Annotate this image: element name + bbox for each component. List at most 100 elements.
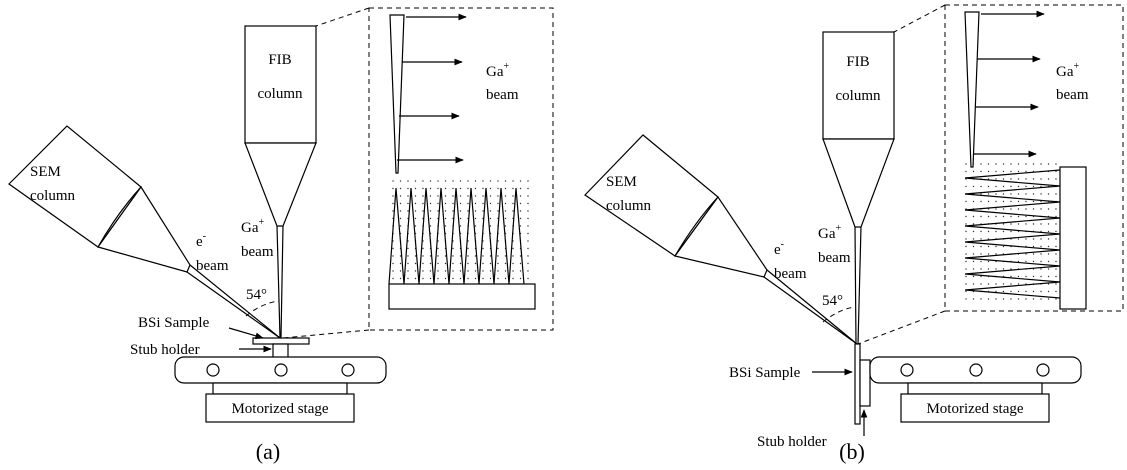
electron-symbol: e- [774, 239, 784, 258]
texture-dot [414, 202, 417, 205]
texture-dot [422, 247, 424, 250]
sem-label-line2: column [606, 198, 651, 214]
texture-dot [437, 262, 439, 265]
texture-dot [965, 290, 967, 293]
texture-dot [504, 210, 507, 212]
texture-dot [474, 195, 477, 197]
texture-dot [414, 210, 417, 212]
texture-dot [452, 202, 454, 205]
texture-dot [429, 202, 432, 205]
texture-dot [504, 277, 507, 280]
texture-dot [980, 230, 982, 233]
texture-dot [1017, 290, 1020, 293]
panel-a: FIB column SEM column e- beam Ga+ beam 5… [8, 7, 554, 464]
fib-label-line2: column [836, 88, 881, 104]
texture-dot [972, 200, 975, 203]
caption-a: (a) [256, 439, 280, 464]
texture-dot [987, 193, 990, 195]
texture-dot [504, 187, 507, 190]
texture-dot [422, 262, 424, 265]
texture-dot [987, 238, 990, 240]
texture-dot [527, 217, 529, 220]
texture-dot [972, 260, 975, 263]
texture-dot [429, 277, 432, 280]
texture-dot [965, 283, 967, 285]
inset-beam-label: beam [1056, 87, 1089, 103]
texture-dot [489, 262, 492, 265]
texture-dot [987, 253, 990, 255]
texture-dot [497, 195, 499, 197]
texture-dot [972, 245, 975, 248]
texture-dot [459, 187, 462, 190]
stub-holder-label: Stub holder [757, 434, 827, 450]
texture-dot [437, 210, 439, 212]
texture-dot [1017, 238, 1020, 240]
texture-dot [1025, 298, 1027, 300]
texture-dot [1002, 283, 1005, 285]
texture-dot [980, 298, 982, 300]
texture-dot [512, 262, 514, 265]
texture-dot [980, 260, 982, 263]
texture-dot [1047, 268, 1050, 270]
texture-dot [527, 270, 529, 272]
texture-dot [1017, 178, 1020, 180]
texture-dot [429, 270, 432, 272]
texture-dot [1032, 290, 1035, 293]
texture-dot [407, 202, 409, 205]
inset-nanostructures [388, 187, 525, 285]
texture-dot [399, 225, 402, 227]
texture-dot [980, 163, 982, 165]
texture-dot [1040, 245, 1042, 248]
texture-dot [1025, 253, 1027, 255]
texture-dot [1017, 283, 1020, 285]
texture-dot [1010, 275, 1012, 278]
texture-dot [437, 180, 439, 182]
texture-dot [987, 268, 990, 270]
stage-label: Motorized stage [231, 401, 328, 417]
inset-beam-profile [389, 14, 405, 174]
texture-dot [512, 210, 514, 212]
texture-dot [414, 217, 417, 220]
texture-dot [482, 255, 484, 257]
texture-dot [399, 210, 402, 212]
texture-dot [482, 195, 484, 197]
texture-dot [497, 262, 499, 265]
texture-dot [422, 270, 424, 272]
texture-dot [995, 215, 997, 218]
texture-dot [452, 255, 454, 257]
texture-dot [1047, 193, 1050, 195]
texture-dot [1025, 200, 1027, 203]
texture-dot [1040, 290, 1042, 293]
texture-dot [527, 232, 529, 235]
texture-dot [422, 195, 424, 197]
texture-dot [489, 277, 492, 280]
texture-dot [1017, 200, 1020, 203]
texture-dot [414, 180, 417, 182]
texture-dot [1055, 253, 1057, 255]
texture-dot [519, 210, 522, 212]
texture-dot [1032, 253, 1035, 255]
texture-dot [467, 262, 469, 265]
texture-dot [1040, 163, 1042, 165]
texture-dot [1055, 298, 1057, 300]
texture-dot [497, 255, 499, 257]
texture-dot [392, 195, 394, 197]
texture-dot [452, 262, 454, 265]
texture-dot [459, 195, 462, 197]
texture-dot [392, 277, 394, 280]
texture-dot [444, 277, 447, 280]
texture-dot [444, 270, 447, 272]
texture-dot [987, 163, 990, 165]
texture-dot [414, 262, 417, 265]
stub-holder-label: Stub holder [130, 342, 200, 358]
texture-dot [995, 170, 997, 173]
texture-dot [1010, 283, 1012, 285]
bsi-sample [252, 337, 310, 345]
texture-dot [1055, 215, 1057, 218]
texture-dot [1055, 230, 1057, 233]
texture-dot [407, 180, 409, 182]
texture-dot [407, 277, 409, 280]
texture-dot [414, 277, 417, 280]
texture-dot [414, 195, 417, 197]
texture-dot [444, 210, 447, 212]
